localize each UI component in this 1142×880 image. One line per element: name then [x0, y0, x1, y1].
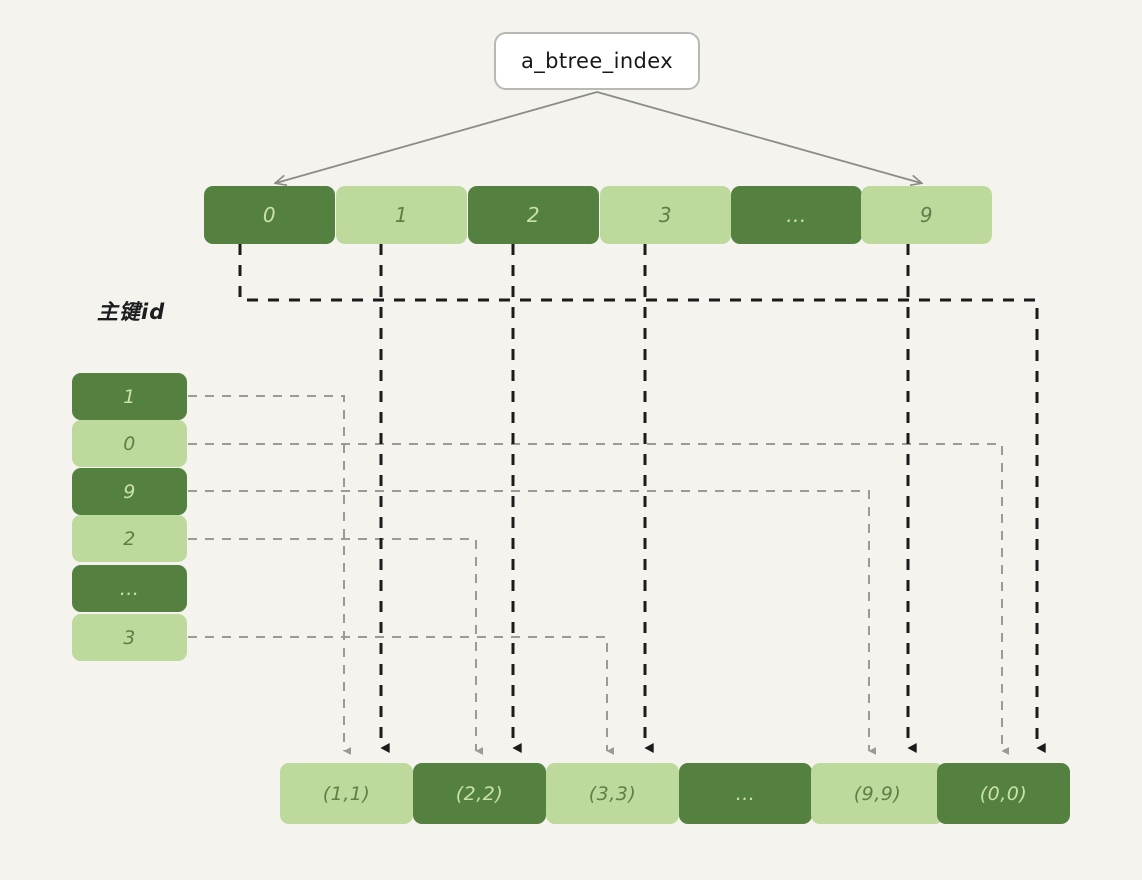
data-cell-label: (1,1) — [322, 782, 371, 805]
pk-1-to-data-11 — [188, 395, 351, 755]
data-cell-label: (3,3) — [588, 782, 637, 805]
data-cell-0-0[interactable]: (0,0) — [937, 763, 1070, 824]
btree-index-root-box[interactable]: a_btree_index — [494, 32, 700, 90]
index-cell-9[interactable]: 9 — [861, 186, 992, 244]
btree-index-root-label: a_btree_index — [520, 49, 674, 73]
data-cell-9-9[interactable]: (9,9) — [811, 763, 944, 824]
pk-connector-group — [188, 395, 1009, 755]
pk-cell-label: ... — [119, 577, 140, 600]
pk-2-to-data-22 — [188, 538, 483, 755]
data-cell-label: (0,0) — [979, 782, 1028, 805]
pk-cell-ellipsis[interactable]: ... — [72, 565, 187, 612]
index-cell-label: 1 — [394, 203, 409, 227]
pk-cell-3[interactable]: 3 — [72, 614, 187, 661]
index-cell-label: ... — [786, 203, 807, 227]
pk-cell-1[interactable]: 1 — [72, 373, 187, 420]
pk-cell-2[interactable]: 2 — [72, 515, 187, 562]
index-cell-label: 0 — [262, 203, 277, 227]
index-cell-0[interactable]: 0 — [204, 186, 335, 244]
data-cell-2-2[interactable]: (2,2) — [413, 763, 546, 824]
index-cell-ellipsis[interactable]: ... — [731, 186, 862, 244]
root-to-last-index-cell — [596, 91, 921, 183]
data-cell-ellipsis[interactable]: ... — [679, 763, 812, 824]
data-cell-1-1[interactable]: (1,1) — [280, 763, 413, 824]
data-cell-3-3[interactable]: (3,3) — [546, 763, 679, 824]
pk-cell-label: 9 — [123, 480, 136, 503]
data-cell-label: (2,2) — [455, 782, 504, 805]
pk-3-to-data-33 — [188, 636, 614, 755]
index-cell-label: 2 — [526, 203, 541, 227]
pk-9-to-data-99 — [188, 490, 876, 755]
pk-cell-label: 2 — [123, 527, 136, 550]
pk-cell-label: 3 — [123, 626, 136, 649]
pk-cell-label: 1 — [123, 385, 136, 408]
data-cell-label: (9,9) — [853, 782, 902, 805]
index-cell-label: 3 — [658, 203, 673, 227]
pk-cell-0[interactable]: 0 — [72, 420, 187, 467]
root-to-first-index-cell — [276, 91, 598, 183]
pk-cell-label: 0 — [123, 432, 136, 455]
root-arrow-group — [276, 91, 921, 183]
data-cell-label: ... — [735, 782, 756, 805]
pk-0-to-data-00 — [188, 443, 1009, 755]
primary-key-column-caption: 主键id — [97, 300, 166, 324]
index-cell-3[interactable]: 3 — [600, 186, 731, 244]
index-connector-group — [238, 244, 1046, 753]
index-cell-label: 9 — [919, 203, 934, 227]
pk-cell-9[interactable]: 9 — [72, 468, 187, 515]
index-cell-2[interactable]: 2 — [468, 186, 599, 244]
index-0-to-data-00 — [238, 244, 1046, 753]
index-cell-1[interactable]: 1 — [336, 186, 467, 244]
